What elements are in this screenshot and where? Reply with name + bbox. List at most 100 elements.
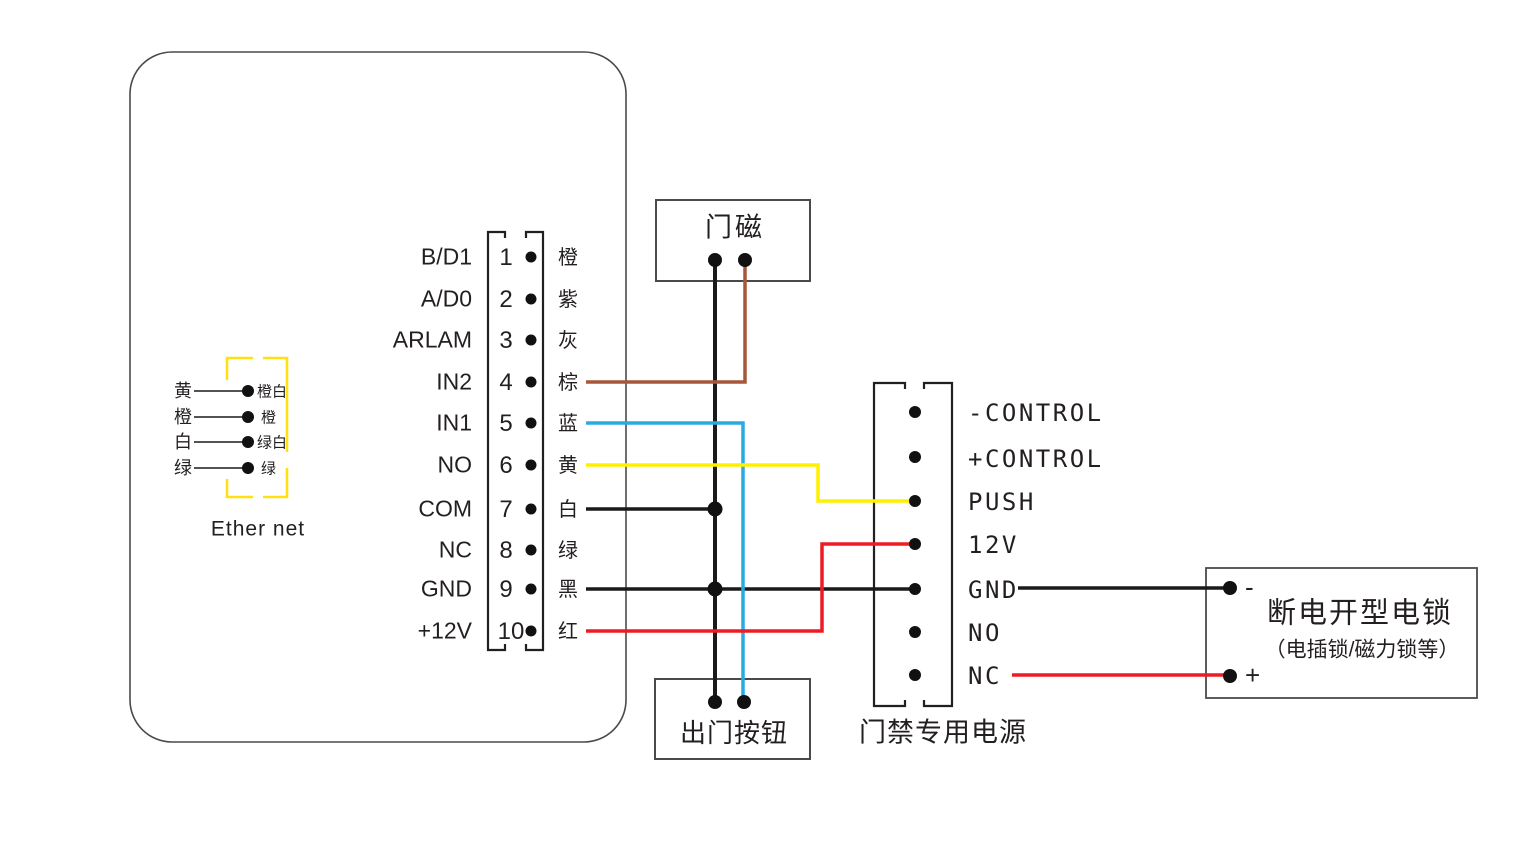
ethernet-title: Ether net [210, 517, 306, 541]
ethernet-dot [242, 462, 254, 474]
ethernet-wire-label: 绿 [174, 458, 192, 478]
lock-title: 断电开型电锁 [1266, 597, 1454, 630]
junction-dot [707, 581, 723, 597]
terminal-wire-color: 黄 [558, 455, 578, 477]
power-pin-label: 12V [968, 531, 1019, 559]
terminal-pin-number: 2 [499, 286, 513, 313]
power-pin-dot [909, 406, 921, 418]
terminal-pin-name: NO [437, 451, 473, 478]
exit-button-terminal-dot [708, 695, 722, 709]
terminal-pin-name: A/D0 [420, 285, 472, 312]
pin-dot [525, 459, 537, 471]
terminal-wire-color: 绿 [558, 540, 578, 562]
power-pin-dot [909, 538, 921, 550]
bracket-corner [263, 356, 289, 452]
terminal-wire-color: 红 [558, 621, 578, 643]
ethernet-dot [242, 385, 254, 397]
bracket-corner [263, 468, 289, 499]
wire-in1-blue [586, 421, 745, 700]
door-sensor-box [655, 199, 811, 282]
terminal-pin-name: IN1 [436, 409, 472, 436]
pin-dot [525, 625, 537, 637]
terminal-pin-name: B/D1 [420, 243, 472, 270]
terminal-wire-color: 黑 [558, 579, 578, 601]
power-pin-label: GND [968, 576, 1019, 604]
power-pin-dot [909, 451, 921, 463]
exit-button-box [654, 678, 811, 760]
pin-dot [525, 376, 537, 388]
ethernet-pin-label: 橙 [261, 409, 277, 427]
lock-minus-label: - [1245, 572, 1254, 602]
wire-no-yellow [586, 463, 910, 503]
terminal-pin-number: 4 [499, 369, 513, 396]
ethernet-wire-label: 橙 [174, 407, 192, 427]
pin-dot [525, 251, 537, 263]
ethernet-pin-label: 橙白 [257, 383, 288, 401]
door-sensor-label: 门磁 [705, 212, 765, 243]
pin-dot [525, 583, 537, 595]
terminal-wire-color: 棕 [558, 372, 578, 394]
connection-dots [242, 251, 1237, 709]
power-supply-right [922, 381, 954, 708]
power-pin-dot [909, 626, 921, 638]
power-supply-title: 门禁专用电源 [859, 717, 1027, 748]
power-pin-label: -CONTROL [968, 399, 1104, 427]
terminal-pin-number: 9 [499, 576, 513, 603]
lock-subtitle: （电插锁/磁力锁等） [1264, 638, 1460, 662]
ethernet-pin-label: 绿 [261, 460, 277, 478]
power-pin-label: NC [968, 662, 1002, 690]
terminal-pin-number: 8 [499, 537, 513, 564]
power-pin-dot [909, 669, 921, 681]
lock-plus-label: + [1245, 660, 1261, 690]
terminal-wire-color: 橙 [558, 247, 578, 269]
lock-box [1205, 567, 1478, 699]
ethernet-wire-label: 黄 [174, 381, 192, 401]
pin-dot [525, 503, 537, 515]
terminal-block-right [524, 230, 545, 652]
exit-button-terminal-dot [737, 695, 751, 709]
terminal-pin-number: 7 [499, 496, 513, 523]
pin-dot [525, 334, 537, 346]
ethernet-wire-label: 白 [174, 432, 192, 452]
terminal-pin-name: IN2 [436, 368, 472, 395]
lock-terminal-dot [1223, 581, 1237, 595]
power-pin-label: PUSH [968, 488, 1036, 516]
terminal-pin-number: 6 [499, 452, 513, 479]
power-pin-label: +CONTROL [968, 445, 1104, 473]
terminal-pin-number: 5 [499, 410, 513, 437]
lock-terminal-dot [1223, 669, 1237, 683]
pin-dot [525, 417, 537, 429]
terminal-wire-color: 白 [558, 499, 578, 521]
ethernet-pin-label: 绿白 [257, 434, 288, 452]
wire-in2-brown [586, 262, 747, 384]
terminal-pin-number: 10 [497, 618, 525, 645]
ethernet-dot [242, 436, 254, 448]
bracket-corner [225, 479, 253, 499]
power-pin-dot [909, 583, 921, 595]
pin-dot [525, 293, 537, 305]
power-pin-dot [909, 495, 921, 507]
terminal-pin-name: +12V [417, 617, 472, 644]
terminal-pin-name: GND [420, 575, 472, 602]
power-pin-label: NO [968, 619, 1002, 647]
door-sensor-terminal-dot [708, 253, 722, 267]
pin-dot [525, 544, 537, 556]
terminal-block-left [486, 230, 507, 652]
terminal-pin-number: 1 [499, 244, 513, 271]
wire-12v-red [586, 542, 910, 633]
junction-dot [707, 501, 723, 517]
terminal-wire-color: 灰 [558, 330, 578, 352]
terminal-wire-color: 紫 [558, 289, 578, 311]
terminal-pin-name: NC [438, 536, 472, 563]
ethernet-lead-lines [194, 390, 243, 469]
terminal-pin-name: COM [418, 495, 472, 522]
bracket-corner [225, 356, 253, 380]
exit-button-label: 出门按钮 [679, 718, 789, 748]
ethernet-connector-bracket [225, 356, 289, 499]
terminal-pin-name: ARLAM [392, 326, 472, 353]
controller-outline [129, 51, 627, 743]
door-sensor-terminal-dot [738, 253, 752, 267]
terminal-wire-color: 蓝 [558, 413, 578, 435]
